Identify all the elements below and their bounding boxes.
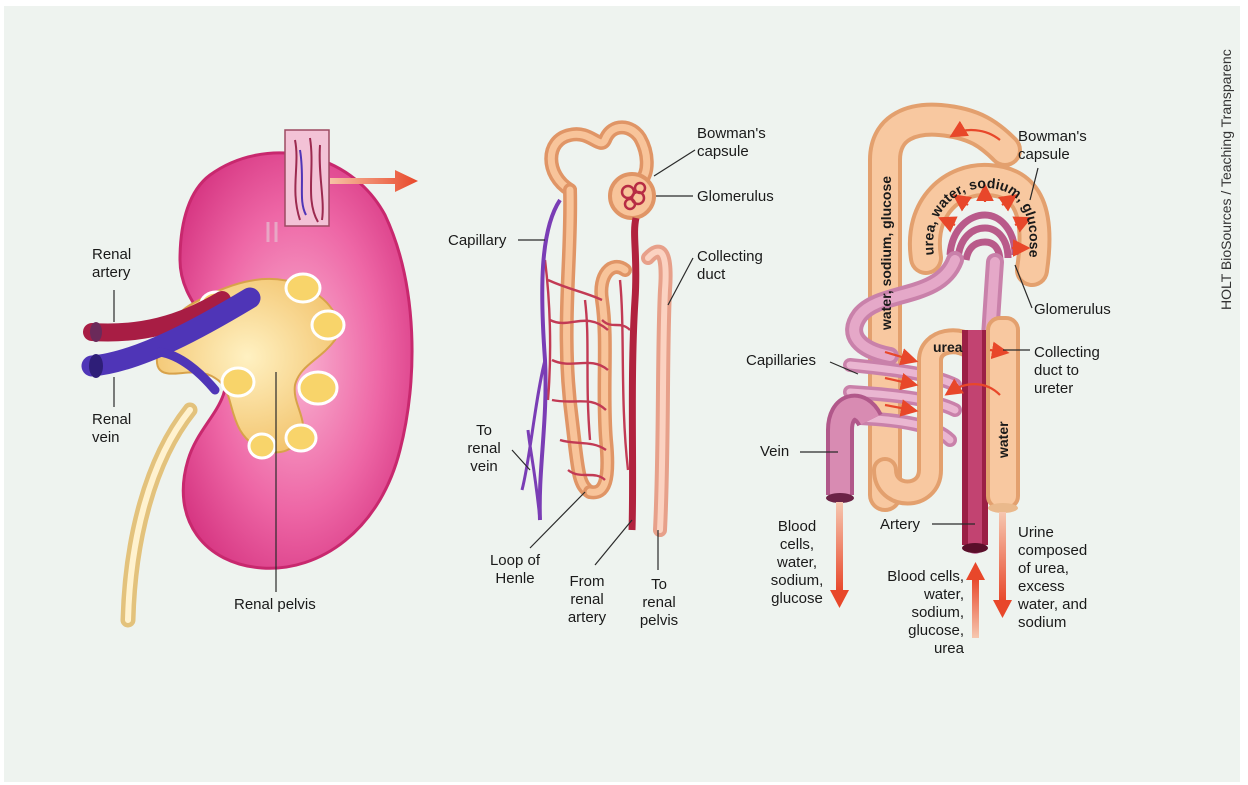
urea-text: urea	[933, 339, 963, 355]
label-vein: Vein	[760, 443, 789, 461]
credit-text: HOLT BioSources / Teaching Transparenc	[1218, 49, 1234, 310]
water-text: water	[995, 421, 1011, 459]
label-capillaries: Capillaries	[746, 352, 816, 370]
label-bowmans-capsule: Bowman's capsule	[697, 125, 766, 161]
label-renal-vein: Renal vein	[92, 411, 131, 447]
label-renal-pelvis: Renal pelvis	[234, 596, 316, 614]
label-blood-in: Blood cells, water, sodium, glucose, ure…	[856, 568, 964, 658]
tube-left-text: water, sodium, glucose	[878, 176, 894, 331]
label-glomerulus: Glomerulus	[697, 188, 774, 206]
label-collecting-duct-to-ureter: Collecting duct to ureter	[1034, 344, 1100, 398]
label-collecting-duct: Collecting duct	[697, 248, 763, 284]
label-renal-artery: Renal artery	[92, 246, 131, 282]
label-urine: Urine composed of urea, excess water, an…	[1018, 524, 1087, 632]
label-blood-out: Blood cells, water, sodium, glucose	[755, 518, 839, 608]
label-to-renal-vein: To renal vein	[460, 422, 508, 476]
label-to-renal-pelvis: To renal pelvis	[636, 576, 682, 630]
label-capillary: Capillary	[448, 232, 506, 250]
label-flow-bowmans-capsule: Bowman's capsule	[1018, 128, 1087, 164]
label-flow-glomerulus: Glomerulus	[1034, 301, 1111, 319]
label-from-renal-artery: From renal artery	[562, 573, 612, 627]
label-loop-of-henle: Loop of Henle	[483, 552, 547, 588]
label-artery: Artery	[880, 516, 920, 534]
